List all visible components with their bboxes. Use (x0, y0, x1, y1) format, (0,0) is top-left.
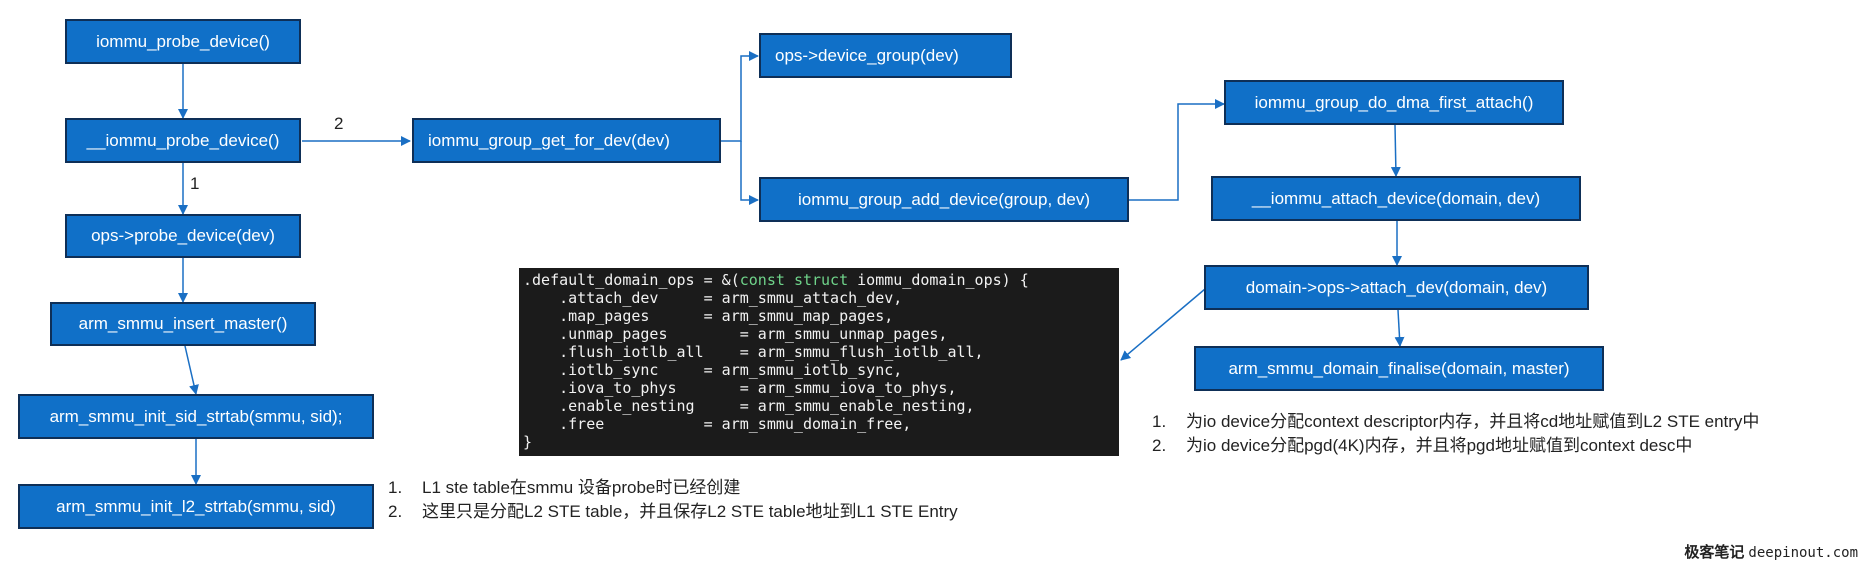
node-arm-smmu-init-sid-strtab: arm_smmu_init_sid_strtab(smmu, sid); (18, 394, 374, 439)
code-header: .default_domain_ops = &(const struct iom… (523, 271, 1029, 289)
node-label: arm_smmu_init_sid_strtab(smmu, sid); (49, 406, 343, 426)
edge-add-device-to-dma-first-attach (1129, 99, 1225, 201)
node-label: ops->probe_device(dev) (91, 226, 275, 245)
code-line: .attach_dev = arm_smmu_attach_dev, (523, 289, 903, 307)
edge-group-get-to-add-device (740, 141, 759, 205)
node-label: arm_smmu_domain_finalise(domain, master) (1228, 358, 1570, 378)
edge-label-path-1: 1 (190, 174, 200, 193)
note-item: 2.为io device分配pgd(4K)内存，并且将pgd地址赋值到conte… (1152, 436, 1693, 455)
edge-attach-dev-to-code (1120, 288, 1206, 361)
note-item: 1.为io device分配context descriptor内存，并且将cd… (1152, 412, 1760, 431)
node-label: __iommu_probe_device() (86, 130, 280, 150)
node-iommu-group-get-for-dev: iommu_group_get_for_dev(dev) (412, 118, 721, 163)
node-__iommu-probe-device: __iommu_probe_device() (65, 118, 301, 163)
node-iommu-probe-device: iommu_probe_device() (65, 19, 301, 64)
code-line: .free = arm_smmu_domain_free, (523, 415, 912, 433)
node-iommu-group-add-device: iommu_group_add_device(group, dev) (759, 177, 1129, 222)
edge-group-get-to-device-group (721, 51, 759, 142)
note-item: 2.这里只是分配L2 STE table，并且保存L2 STE table地址到… (388, 502, 958, 521)
node-domain-ops-attach-dev: domain->ops->attach_dev(domain, dev) (1204, 265, 1589, 310)
edge-label-path-2: 2 (334, 114, 344, 133)
code-line: .iotlb_sync = arm_smmu_iotlb_sync, (523, 361, 903, 379)
node-iommu-group-do-dma-first-attach: iommu_group_do_dma_first_attach() (1224, 80, 1564, 125)
code-line: .iova_to_phys = arm_smmu_iova_to_phys, (523, 379, 957, 397)
edge-insert-master-to-sid-strtab (184, 345, 199, 395)
notes-domain-finalise: 1.为io device分配context descriptor内存，并且将cd… (1152, 410, 1759, 458)
code-block-default-domain-ops: .default_domain_ops = &(const struct iom… (519, 268, 1119, 456)
node-label: iommu_group_add_device(group, dev) (797, 189, 1090, 209)
node-ops-probe-device: ops->probe_device(dev) (65, 214, 301, 258)
code-line: .enable_nesting = arm_smmu_enable_nestin… (523, 397, 975, 415)
node-arm-smmu-init-l2-strtab: arm_smmu_init_l2_strtab(smmu, sid) (18, 484, 374, 529)
node-label: iommu_group_get_for_dev(dev) (428, 130, 670, 150)
node-label: arm_smmu_init_l2_strtab(smmu, sid) (56, 496, 336, 516)
notes-l2-strtab: 1.L1 ste table在smmu 设备probe时已经创建 2.这里只是分… (388, 476, 958, 524)
node-arm-smmu-insert-master: arm_smmu_insert_master() (50, 302, 316, 346)
node-label: arm_smmu_insert_master() (78, 314, 288, 333)
code-line: .map_pages = arm_smmu_map_pages, (523, 307, 894, 325)
code-line: .unmap_pages = arm_smmu_unmap_pages, (523, 325, 948, 343)
edge-dma-first-attach-to-attach-device (1390, 124, 1401, 177)
note-item: 1.L1 ste table在smmu 设备probe时已经创建 (388, 478, 741, 497)
node-label: ops->device_group(dev) (775, 45, 959, 65)
node-__iommu-attach-device: __iommu_attach_device(domain, dev) (1211, 176, 1581, 221)
edge-attach-dev-to-finalise (1394, 309, 1405, 347)
code-line: .flush_iotlb_all = arm_smmu_flush_iotlb_… (523, 343, 984, 361)
node-label: domain->ops->attach_dev(domain, dev) (1245, 277, 1548, 297)
node-ops-device-group: ops->device_group(dev) (759, 33, 1012, 78)
node-label: iommu_probe_device() (96, 31, 270, 51)
node-label: iommu_group_do_dma_first_attach() (1254, 92, 1534, 112)
node-label: __iommu_attach_device(domain, dev) (1251, 188, 1541, 208)
node-arm-smmu-domain-finalise: arm_smmu_domain_finalise(domain, master) (1194, 346, 1604, 391)
code-footer: } (523, 433, 533, 451)
